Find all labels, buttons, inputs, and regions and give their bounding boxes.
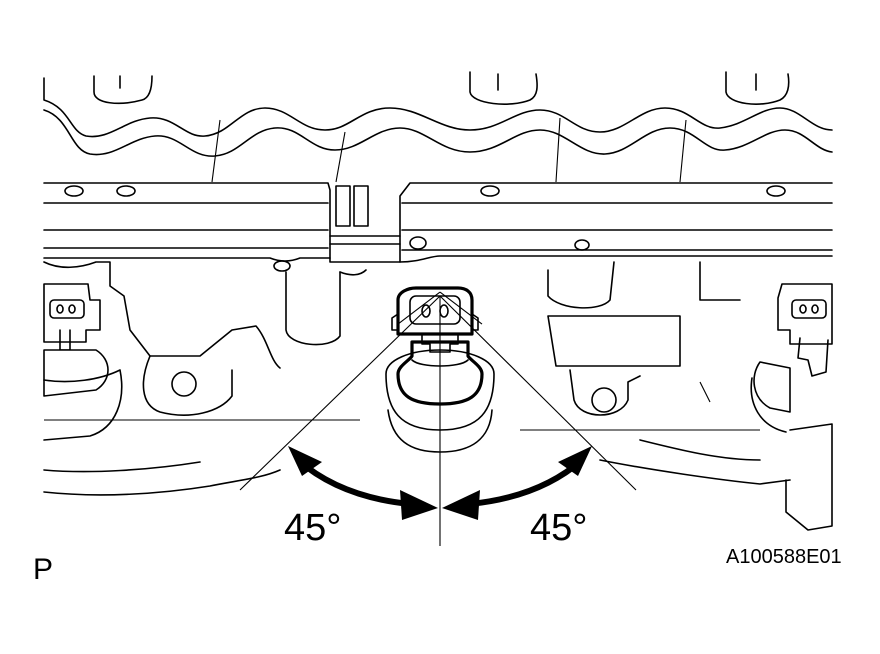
injector-left (43, 283, 123, 441)
view-letter: P (33, 553, 53, 586)
cylinder-head-outline (43, 71, 833, 183)
rotation-arrow-right (442, 446, 592, 520)
injector-right (750, 283, 833, 433)
angle-label-left: 45° (284, 507, 341, 549)
manifold-lower-outline (43, 261, 833, 531)
rotation-arrow-left (288, 446, 438, 520)
angle-reference-lines (239, 291, 637, 546)
angle-label-right: 45° (530, 507, 587, 549)
figure-code: A100588E01 (726, 546, 842, 568)
fuel-delivery-pipe (43, 182, 833, 272)
